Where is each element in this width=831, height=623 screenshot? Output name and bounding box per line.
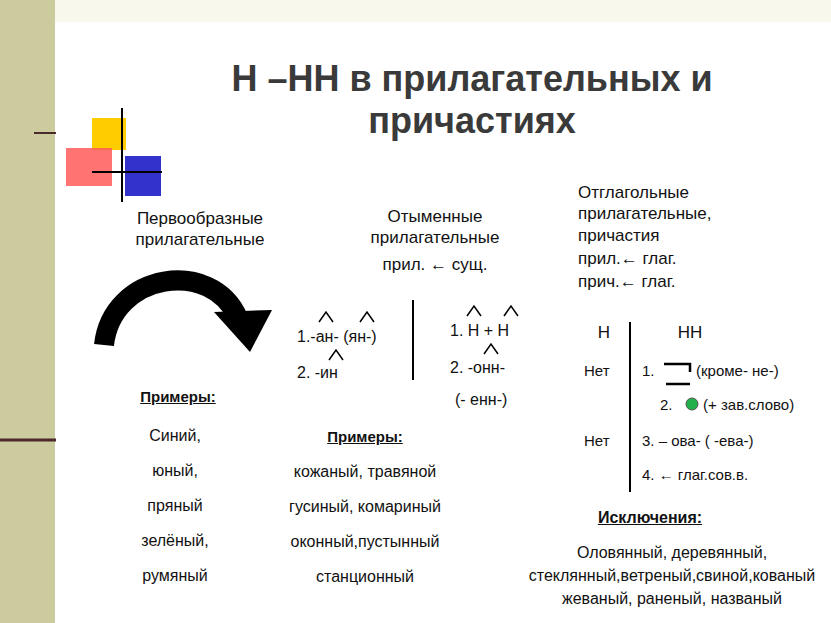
yellow-square [92,118,126,150]
label-text: 2. -онн- [450,358,505,378]
blue-square [125,156,161,196]
divider-line [412,300,414,380]
label-text: оконный,пустынный [291,532,440,552]
label-text: Примеры: [327,428,403,447]
label-text: гусиный, комариный [289,497,441,517]
band-rule [0,439,56,442]
label-text: 2. -ин [297,363,338,383]
label-text: Синий, [149,426,201,446]
label-text: жеваный, раненый, названый [562,589,782,609]
label-text: румяный [142,566,207,586]
label-text: Нет [584,432,610,451]
label-text: Отыменные прилагательные [340,206,530,249]
deco-line [121,108,123,202]
label-text: 2. [660,396,673,415]
label-text: Нет [584,362,610,381]
label-text: Исключения: [598,508,702,528]
label-text: 1. Н + Н [450,321,509,341]
label-text: кожаный, травяной [294,462,436,482]
ending-dot [686,398,698,410]
label-text: 1. [642,362,655,381]
side-band [0,0,55,623]
label-text: пряный [147,496,202,516]
label-text: (кроме- не-) [696,362,779,381]
label-text: Первообразные прилагательные [105,208,295,251]
label-text: 3. – ова- ( -ева-) [642,432,753,451]
label-text: стеклянный,ветреный,свиной,кованый [529,566,815,586]
slide-title: Н –НН в прилагательных и причастиях [192,58,752,142]
label-text: станционный [316,567,414,587]
label-text: прил.← глаг. [578,248,677,269]
label-text: прич.← глаг. [578,271,676,292]
prefix-mark [664,364,690,384]
top-band [55,0,831,22]
label-text: (+ зав.слово) [703,396,794,415]
arrow-head [214,310,272,352]
label-text: Отглагольные прилагательные, причастия [578,182,758,246]
label-text: зелёный, [141,531,208,551]
deco-line [92,171,162,173]
label-text: Оловянный, деревянный, [577,543,767,563]
label-text: 4. ← глаг.сов.в. [642,466,748,485]
band-tick [34,132,56,134]
label-text: Примеры: [140,388,216,407]
label-text: (- енн-) [455,390,507,410]
label-text: юный, [152,461,198,481]
label-text: прил. ← сущ. [383,254,488,275]
red-square [66,148,112,186]
label-text: 1.-ан- (ян-) [297,327,377,347]
divider-line [629,322,631,492]
label-text: НН [678,322,703,343]
label-text: Н [598,322,610,343]
